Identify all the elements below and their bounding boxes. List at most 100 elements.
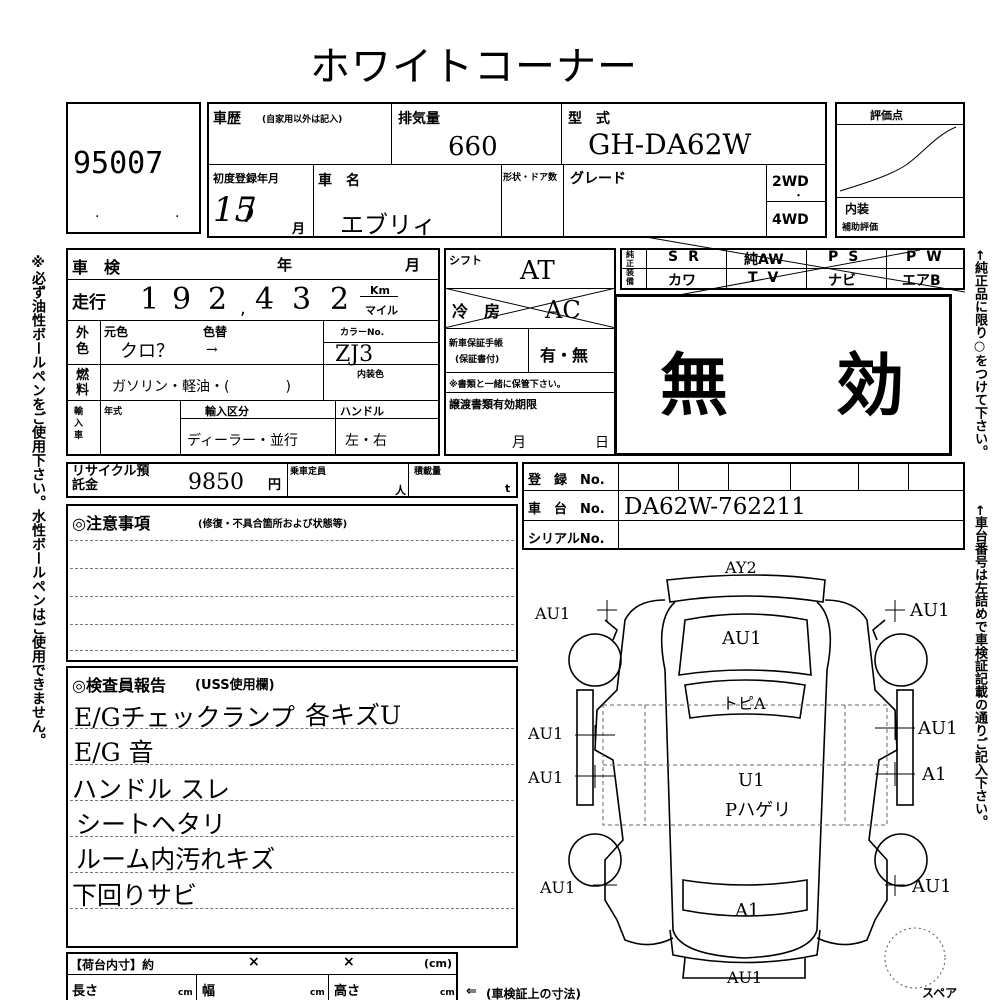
mark-windshield[interactable]: トピA [722,694,766,713]
inspector-line-1[interactable]: E/Gチェックランプ [74,703,295,732]
transfer-day: 日 [595,435,609,451]
car-name-label: 車 名 [318,173,360,189]
car-name-value[interactable]: エブリィ [340,211,436,239]
first-reg-value[interactable]: 15 [213,190,257,230]
mark-center-2[interactable]: Pハゲリ [725,800,792,821]
mark-right-rear[interactable]: AU1 [912,876,952,897]
equip-tv[interactable]: TV [748,270,788,286]
inspector-extra[interactable]: 各キズU [305,701,402,730]
exterior-repaint-value[interactable]: → [206,342,218,358]
main-form [66,248,440,456]
mark-center-1[interactable]: U1 [738,770,765,791]
cargo-width: 幅 [202,984,216,999]
right-vertical-note-1: ←純正品に限り○をつけて下さい。 [972,250,987,458]
mark-roof[interactable]: AU1 [722,628,762,649]
void-stamp: 無 効 [660,347,925,426]
fuel-value[interactable]: ガソリン・軽油・( ) [112,379,291,395]
cargo-x-1: × [248,954,260,970]
registration-label: 登 録 No. [528,473,605,488]
recycle-value[interactable]: 9850 [188,470,244,495]
mark-left-mid-2[interactable]: AU1 [528,768,564,787]
notes-section [66,504,518,662]
mark-left-mid-1[interactable]: AU1 [528,724,564,743]
new-warranty-value[interactable]: 有・無 [540,346,589,365]
inspector-line-4[interactable]: シートヘタリ [76,810,227,839]
cargo-note: (車検証上の寸法) [486,987,581,1001]
shaken-label: 車 検 [72,258,121,277]
exterior-original-value[interactable]: クロ？ [120,341,174,362]
score-label: 評価点 [870,109,903,122]
mileage-digit-3[interactable]: 2 [208,282,228,317]
inspector-line-2[interactable]: E/G 音 [74,738,154,767]
equip-airbag[interactable]: エアB [902,273,941,289]
mark-left-front[interactable]: AU1 [535,604,571,623]
mark-left-rear[interactable]: AU1 [540,878,576,897]
recycle-row [66,462,518,498]
equip-sr[interactable]: SR [668,249,709,265]
color-no-label: カラーNo. [340,328,385,338]
import-year-label: 年式 [104,407,123,417]
serial-label: シリアルNo. [528,532,605,547]
inspector-sub: (USS使用欄) [195,678,275,693]
capacity-label: 乗車定員 [290,467,327,477]
mark-right-mid-2[interactable]: A1 [922,764,947,785]
equip-leather[interactable]: カワ [668,273,696,289]
equip-ps[interactable]: PS [828,249,869,265]
cargo-note-arrow: ⇐ [466,984,477,999]
mark-top[interactable]: AY2 [725,558,757,577]
mileage-unit-km: Km [370,284,390,297]
color-no-value[interactable]: ZJ3 [335,342,374,367]
equip-navi[interactable]: ナビ [828,273,856,289]
inspector-line-3[interactable]: ハンドル スレ [72,775,230,804]
mileage-digit-2[interactable]: 9 [172,282,192,317]
vehicle-diagram [568,574,946,989]
import-category-value[interactable]: ディーラー・並行 [187,433,299,449]
cargo-box [66,952,458,1000]
equipment-grid [620,248,965,290]
cargo-length: 長さ [72,984,99,999]
chassis-value[interactable]: DA62W-762211 [624,494,806,520]
interior-label: 内装 [845,202,870,216]
interior-sub: 補助評価 [842,223,879,233]
mark-right-mid-1[interactable]: AU1 [918,718,958,739]
handle-value[interactable]: 左・右 [345,433,387,449]
equip-pw[interactable]: PW [906,249,952,265]
drive-4wd[interactable]: 4WD [772,212,809,228]
lot-number-box [66,102,201,234]
mileage-digit-4[interactable]: 4 [255,282,275,317]
mark-rear[interactable]: A1 [735,900,760,921]
mileage-digit-6[interactable]: 2 [330,282,350,317]
handle-label: ハンドル [340,405,384,418]
transfer-docs-label: 譲渡書類有効期限 [449,398,537,411]
exterior-repaint-label: 色替 [203,325,228,339]
mileage-digit-1[interactable]: 1 [140,282,160,317]
transfer-month: 月 [512,435,526,451]
mark-right-front[interactable]: AU1 [910,600,950,621]
body-door-label: 形状・ドア数 [503,173,558,183]
equipment-side-label: 純正装備 [626,250,634,286]
shaken-month-unit: 月 [405,256,421,274]
right-vertical-note-2: ←車台番号は左詰めで車検証記載の通りご記入下さい。 [972,505,987,828]
displacement-label: 排気量 [398,111,440,127]
first-reg-label: 初度登録年月 [213,172,279,185]
notes-title: ◎注意事項 [72,514,150,533]
notes-sub: (修復・不具合箇所および状態等) [198,519,348,530]
spare-label: スペア [922,986,958,1000]
capacity-unit: 人 [395,484,406,497]
lot-number[interactable]: 95007 [73,146,164,181]
shift-value[interactable]: AT [520,256,555,286]
grade-label: グレード [570,171,626,187]
mark-bottom[interactable]: AU1 [727,968,763,987]
model-value[interactable]: GH-DA62W [588,128,752,161]
inspector-line-5[interactable]: ルーム内汚れキズ [76,845,276,874]
inspector-title: ◎検査員報告 [72,676,166,695]
displacement-value[interactable]: 660 [448,132,498,162]
interior-color-label: 内装色 [357,370,385,380]
shaken-year-unit: 年 [277,256,293,274]
history-label: 車歴 [213,111,241,127]
inspector-line-6[interactable]: 下回りサビ [72,881,198,910]
mileage-digit-5[interactable]: 3 [292,282,312,317]
drive-2wd[interactable]: 2WD [772,174,809,190]
cargo-height: 高さ [334,984,361,999]
cargo-length-unit: cm [178,988,193,998]
